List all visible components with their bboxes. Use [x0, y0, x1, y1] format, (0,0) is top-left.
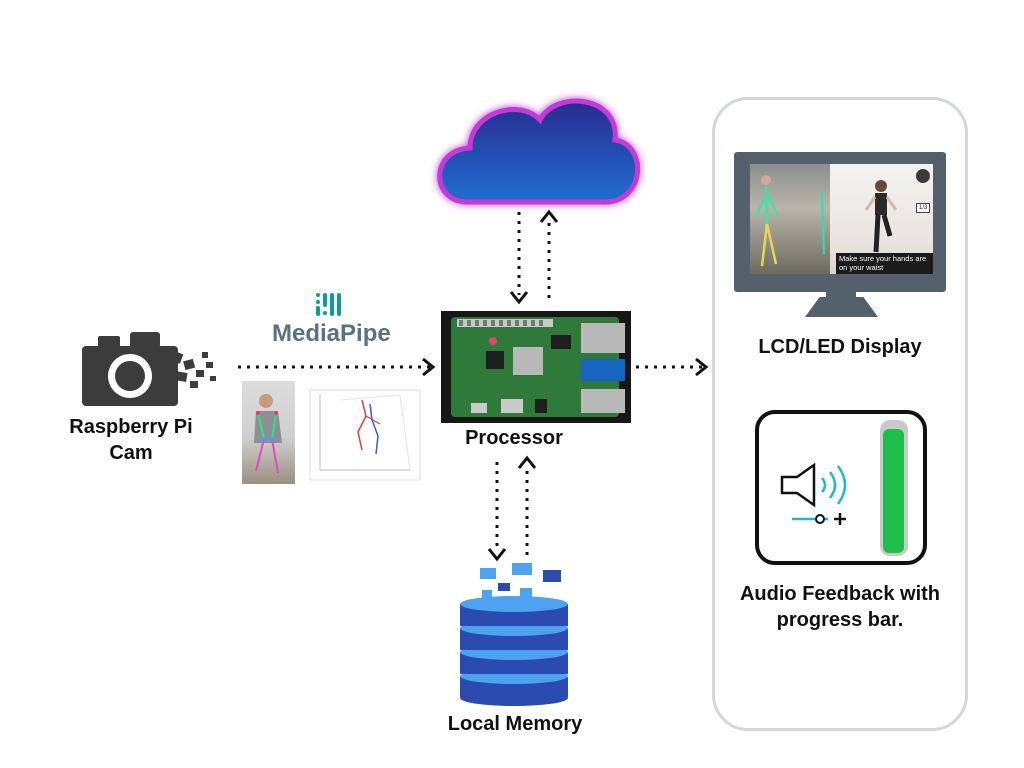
edge-cloud-to-processor [509, 212, 529, 305]
pose-photo [242, 381, 295, 484]
memory-label: Local Memory [447, 713, 583, 735]
screen-skeleton-left [755, 175, 825, 267]
edge-processor-to-display [636, 357, 709, 377]
camera-icon [82, 332, 216, 406]
edge-camera-to-processor [238, 357, 436, 377]
camera-label: Raspberry Pi Cam [69, 416, 193, 464]
database-icon [460, 563, 568, 706]
edge-processor-to-memory [487, 462, 507, 562]
progress-bar-fill [883, 429, 904, 553]
screen-camera-view [750, 164, 830, 274]
display-screen: 1/3 Make sure your hands are on your wai… [750, 164, 933, 274]
screen-badge: 1/3 [916, 203, 931, 213]
screen-trainer-figure [864, 169, 930, 253]
screen-caption: Make sure your hands are on your waist [836, 253, 933, 274]
cloud-icon [437, 98, 640, 205]
pose-skeleton [254, 394, 282, 474]
display-label: LCD/LED Display [758, 336, 922, 358]
monitor-base [805, 297, 878, 317]
raspberry-pi-board-icon [441, 311, 631, 423]
mediapipe-logo-icon [316, 293, 341, 316]
edge-processor-to-cloud [539, 209, 559, 298]
pose-3d-plot [309, 389, 421, 481]
audio-label: Audio Feedback with progress bar. [739, 583, 941, 631]
processor-label: Processor [465, 427, 563, 449]
volume-slider-icon [792, 513, 846, 525]
mediapipe-label: MediaPipe [272, 320, 391, 347]
speaker-icon [780, 462, 847, 508]
pi-board-drawing [451, 317, 625, 417]
edge-memory-to-processor [517, 455, 537, 555]
